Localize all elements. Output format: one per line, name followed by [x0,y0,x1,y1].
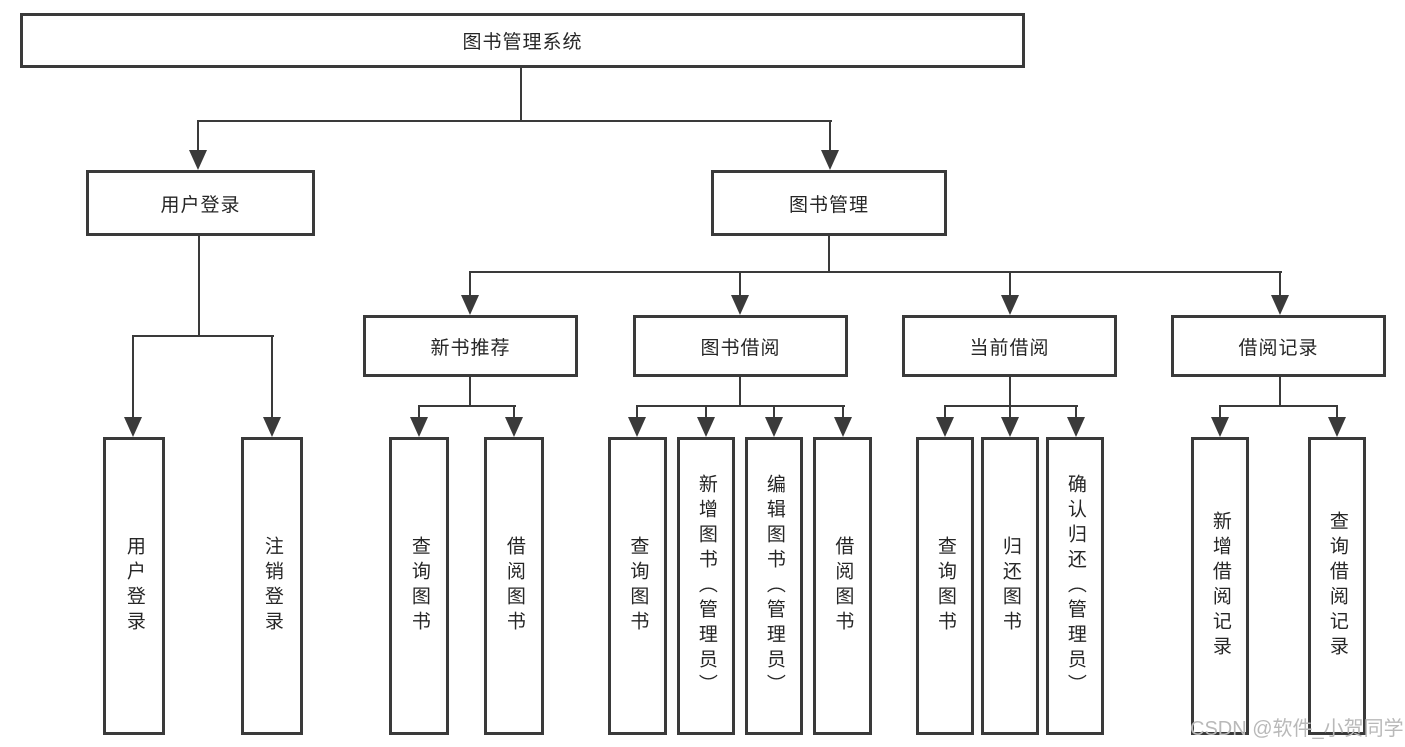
leaf-user-login: 用户登录 [103,437,165,735]
arrow-down-icon [628,417,646,437]
arrow-down-icon [1328,417,1346,437]
node-new-book-rec: 新书推荐 [363,315,578,377]
connector-vline [1219,405,1221,419]
leaf-borrow-book-2: 借阅图书 [813,437,872,735]
node-borrow-records-label: 借阅记录 [1238,337,1319,359]
node-root-label: 图书管理系统 [462,32,583,53]
connector-vline [739,271,741,297]
connector-vline [520,68,522,120]
connector-vline [636,405,638,419]
connector-vline [1336,405,1338,419]
arrow-down-icon [263,417,281,437]
node-root: 图书管理系统 [20,13,1025,68]
leaf-query-borrow-record-label: 查询借阅记录 [1326,511,1348,661]
arrow-down-icon [936,417,954,437]
connector-hline [470,271,1282,273]
arrow-down-icon [834,417,852,437]
arrow-down-icon [189,150,207,170]
arrow-down-icon [765,417,783,437]
leaf-borrow-book-2-label: 借阅图书 [832,536,854,636]
leaf-borrow-book-1: 借阅图书 [484,437,544,735]
arrow-down-icon [461,295,479,315]
node-book-mgmt: 图书管理 [711,170,947,236]
node-book-mgmt-label: 图书管理 [788,194,869,216]
leaf-query-book-3-label: 查询图书 [934,536,956,636]
connector-hline [198,120,832,122]
leaf-return-book-label: 归还图书 [999,536,1021,636]
leaf-edit-book-admin: 编辑图书（管理员） [745,437,803,735]
connector-vline [1279,377,1281,407]
leaf-add-borrow-record: 新增借阅记录 [1191,437,1249,735]
leaf-logout-label: 注销登录 [261,536,283,636]
connector-vline [1009,405,1011,419]
node-borrow-records: 借阅记录 [1171,315,1386,377]
connector-vline [271,335,273,417]
node-current-borrow: 当前借阅 [902,315,1117,377]
arrow-down-icon [1211,417,1229,437]
leaf-borrow-book-1-label: 借阅图书 [503,536,525,636]
connector-vline [829,120,831,152]
connector-vline [469,377,471,407]
connector-vline [513,405,515,419]
connector-vline [1009,271,1011,297]
leaf-query-book-2: 查询图书 [608,437,667,735]
leaf-confirm-return-admin: 确认归还（管理员） [1046,437,1104,735]
arrow-down-icon [1001,295,1019,315]
connector-vline [418,405,420,419]
leaf-query-book-1-label: 查询图书 [408,536,430,636]
connector-vline [828,236,830,271]
node-new-book-rec-label: 新书推荐 [430,337,511,359]
connector-vline [773,405,775,419]
leaf-return-book: 归还图书 [981,437,1039,735]
connector-vline [132,335,134,417]
leaf-logout: 注销登录 [241,437,303,735]
connector-hline [133,335,274,337]
connector-vline [944,405,946,419]
node-current-borrow-label: 当前借阅 [969,337,1050,359]
leaf-edit-book-admin-label: 编辑图书（管理员） [763,473,785,699]
connector-vline [469,271,471,297]
node-book-borrow-label: 图书借阅 [700,337,781,359]
csdn-watermark: CSDN @软件_小贺同学 [1190,718,1404,740]
arrow-down-icon [731,295,749,315]
leaf-user-login-label: 用户登录 [123,536,145,636]
connector-vline [198,236,200,335]
leaf-query-book-3: 查询图书 [916,437,974,735]
leaf-confirm-return-admin-label: 确认归还（管理员） [1064,473,1086,699]
arrow-down-icon [697,417,715,437]
connector-vline [1279,271,1281,297]
leaf-query-book-1: 查询图书 [389,437,449,735]
arrow-down-icon [505,417,523,437]
connector-hline [1220,405,1338,407]
connector-vline [705,405,707,419]
arrow-down-icon [410,417,428,437]
leaf-query-book-2-label: 查询图书 [627,536,649,636]
connector-vline [842,405,844,419]
node-book-borrow: 图书借阅 [633,315,848,377]
leaf-add-book-admin-label: 新增图书（管理员） [695,473,717,699]
connector-vline [739,377,741,407]
arrow-down-icon [1271,295,1289,315]
arrow-down-icon [821,150,839,170]
connector-hline [945,405,1078,407]
leaf-query-borrow-record: 查询借阅记录 [1308,437,1366,735]
connector-vline [1009,377,1011,407]
node-user-login: 用户登录 [86,170,315,236]
leaf-add-book-admin: 新增图书（管理员） [677,437,735,735]
connector-vline [197,120,199,152]
arrow-down-icon [1001,417,1019,437]
leaf-add-borrow-record-label: 新增借阅记录 [1209,511,1231,661]
arrow-down-icon [124,417,142,437]
connector-hline [418,405,516,407]
connector-hline [637,405,845,407]
arrow-down-icon [1067,417,1085,437]
connector-vline [1075,405,1077,419]
node-user-login-label: 用户登录 [160,194,241,216]
